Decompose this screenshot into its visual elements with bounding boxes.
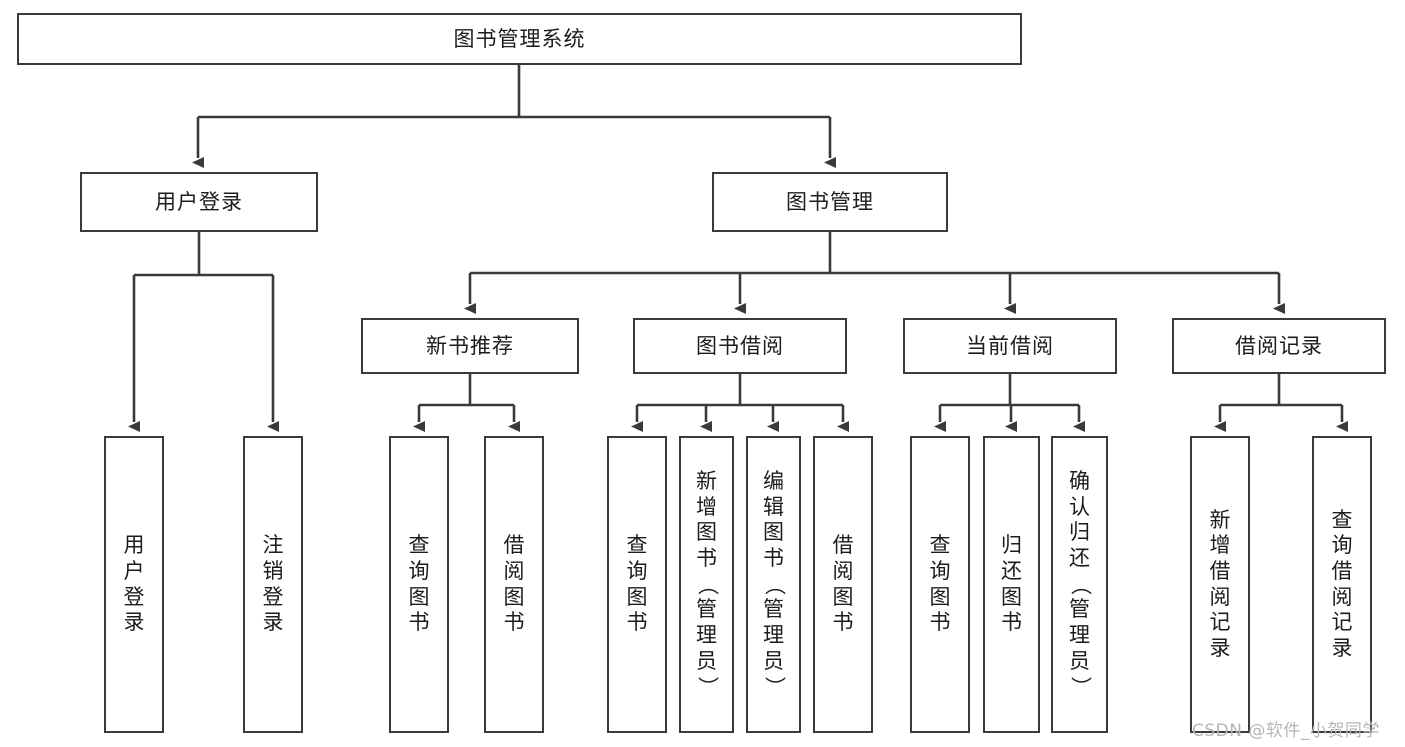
- node-book-borrow[interactable]: 图书借阅: [633, 318, 847, 374]
- node-leaf-query-book-1-label: 查询图书: [408, 533, 430, 635]
- node-leaf-confirm-return[interactable]: 确认归还（管理员）: [1051, 436, 1108, 733]
- node-leaf-add-book-label: 新增图书（管理员）: [695, 469, 720, 698]
- node-leaf-user-logout[interactable]: 注销登录: [243, 436, 303, 733]
- node-leaf-borrow-book-2[interactable]: 借阅图书: [813, 436, 873, 733]
- node-leaf-query-book-2[interactable]: 查询图书: [607, 436, 667, 733]
- node-leaf-query-borrow-record[interactable]: 查询借阅记录: [1312, 436, 1372, 733]
- node-leaf-add-book[interactable]: 新增图书（管理员）: [679, 436, 734, 733]
- node-book-manage-label: 图书管理: [786, 189, 874, 214]
- node-leaf-query-book-2-label: 查询图书: [626, 533, 648, 635]
- node-leaf-query-book-3[interactable]: 查询图书: [910, 436, 970, 733]
- node-user-login[interactable]: 用户登录: [80, 172, 318, 232]
- node-leaf-add-borrow-record-label: 新增借阅记录: [1209, 507, 1231, 660]
- node-root-label: 图书管理系统: [453, 26, 586, 51]
- node-leaf-query-book-3-label: 查询图书: [929, 533, 951, 635]
- node-borrow-record[interactable]: 借阅记录: [1172, 318, 1386, 374]
- node-leaf-confirm-return-label: 确认归还（管理员）: [1068, 469, 1093, 698]
- node-user-login-label: 用户登录: [155, 189, 243, 214]
- node-book-borrow-label: 图书借阅: [696, 333, 784, 358]
- node-leaf-edit-book[interactable]: 编辑图书（管理员）: [746, 436, 801, 733]
- node-leaf-return-book-label: 归还图书: [1001, 533, 1022, 635]
- node-book-manage[interactable]: 图书管理: [712, 172, 948, 232]
- node-leaf-user-logout-label: 注销登录: [262, 533, 284, 635]
- node-leaf-query-borrow-record-label: 查询借阅记录: [1331, 507, 1353, 660]
- node-leaf-user-login[interactable]: 用户登录: [104, 436, 164, 733]
- node-leaf-query-book-1[interactable]: 查询图书: [389, 436, 449, 733]
- node-current-borrow-label: 当前借阅: [966, 333, 1054, 358]
- node-leaf-edit-book-label: 编辑图书（管理员）: [762, 469, 787, 698]
- node-leaf-return-book[interactable]: 归还图书: [983, 436, 1040, 733]
- node-root[interactable]: 图书管理系统: [17, 13, 1022, 65]
- node-new-book-recommend[interactable]: 新书推荐: [361, 318, 579, 374]
- node-leaf-add-borrow-record[interactable]: 新增借阅记录: [1190, 436, 1250, 733]
- node-current-borrow[interactable]: 当前借阅: [903, 318, 1117, 374]
- node-new-book-recommend-label: 新书推荐: [426, 333, 514, 358]
- node-leaf-borrow-book-1[interactable]: 借阅图书: [484, 436, 544, 733]
- node-leaf-user-login-label: 用户登录: [123, 533, 145, 635]
- node-leaf-borrow-book-2-label: 借阅图书: [832, 533, 854, 635]
- node-borrow-record-label: 借阅记录: [1235, 333, 1323, 358]
- node-leaf-borrow-book-1-label: 借阅图书: [503, 533, 525, 635]
